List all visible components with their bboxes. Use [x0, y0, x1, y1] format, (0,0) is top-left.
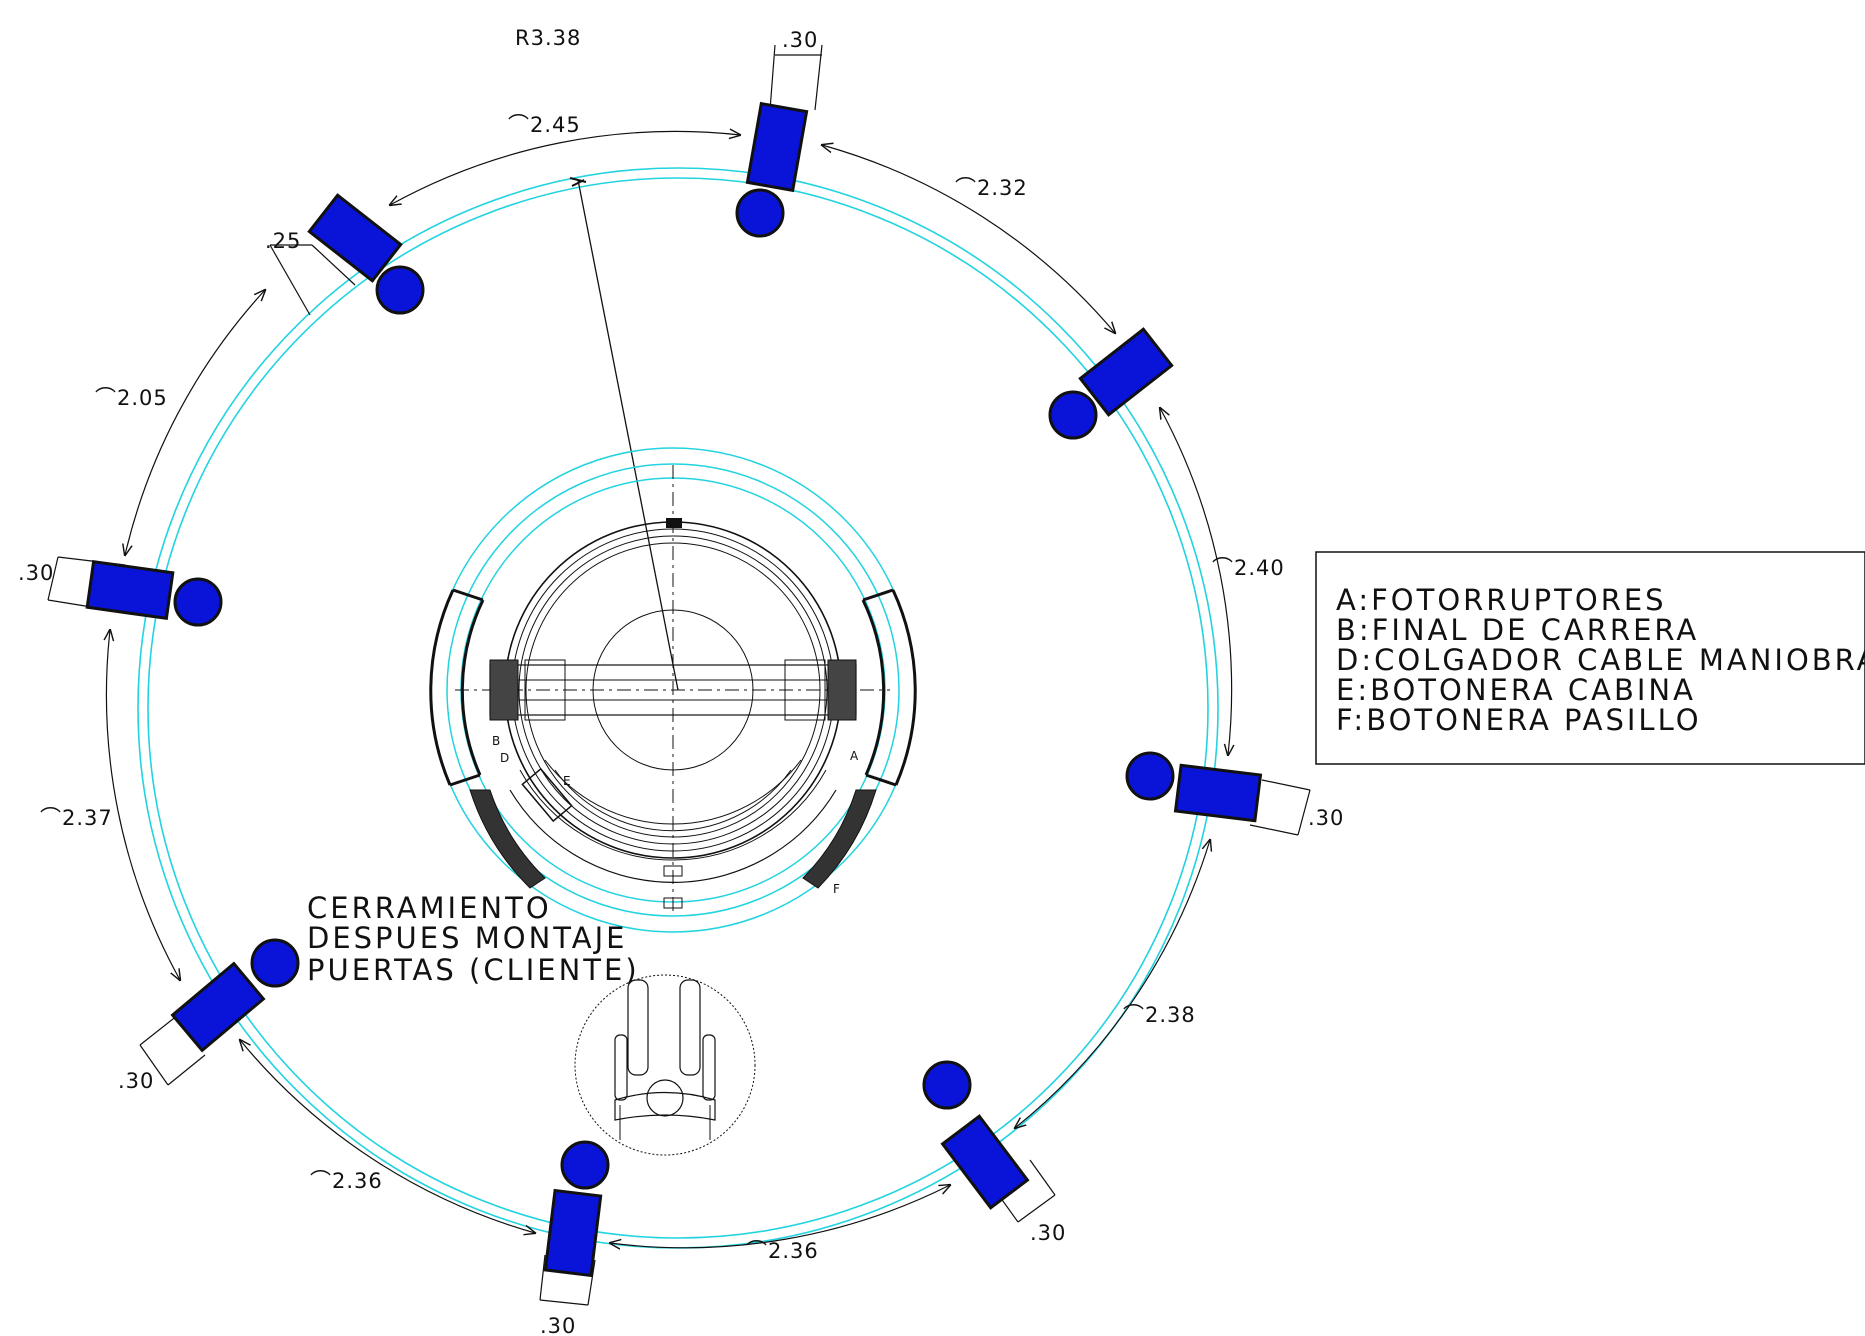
- width-dim-label: .30: [1030, 1221, 1066, 1245]
- arc-dim-label: ⌒2.38: [1123, 1003, 1196, 1027]
- dimension-arcs: [106, 131, 1231, 1247]
- legend-item: F:BOTONERA PASILLO: [1336, 703, 1702, 737]
- seat-right-upper: [1048, 327, 1174, 440]
- seat-left: [85, 559, 223, 627]
- arc-dim-label: ⌒2.36: [310, 1169, 383, 1193]
- width-dim-label: .30: [18, 561, 54, 585]
- seat-bottom-right: [922, 1060, 1030, 1210]
- width-dim-label: .30: [118, 1069, 154, 1093]
- legend-item: B:FINAL DE CARRERA: [1336, 613, 1699, 647]
- wheelchair-turning-circle: [574, 974, 756, 1156]
- legend-item: D:COLGADOR CABLE MANIOBRA: [1336, 643, 1865, 677]
- legend-item: E:BOTONERA CABINA: [1336, 673, 1696, 707]
- legend-item: A:FOTORRUPTORES: [1336, 583, 1667, 617]
- arc-dim-label: ⌒2.45: [508, 113, 581, 137]
- arc-dim-label: ⌒2.37: [40, 806, 113, 830]
- width-dim-label: .30: [782, 28, 818, 52]
- seats: [85, 101, 1263, 1278]
- letter-b: B: [492, 734, 500, 748]
- seat-bottom: [543, 1140, 610, 1278]
- seat-right: [1125, 751, 1263, 823]
- letter-f: F: [833, 882, 840, 896]
- seat-bottom-left: [170, 938, 300, 1053]
- width-dim-label: .30: [1308, 806, 1344, 830]
- arc-dim-label: ⌒2.40: [1212, 556, 1285, 580]
- arc-dim-label: ⌒2.36: [746, 1239, 819, 1263]
- letter-d: D: [500, 751, 509, 765]
- elevator-shaft: [429, 447, 917, 933]
- component-letters: A B D E F: [492, 734, 859, 896]
- letter-e: E: [563, 774, 571, 788]
- enclosure-note-line-1: CERRAMIENTO: [307, 891, 552, 925]
- width-dim-label: .25: [265, 229, 301, 253]
- legend-box: A:FOTORRUPTORES B:FINAL DE CARRERA D:COL…: [1315, 551, 1865, 765]
- seat-top: [735, 101, 809, 238]
- radius-label: R3.38: [515, 26, 581, 50]
- enclosure-note: CERRAMIENTO DESPUES MONTAJE PUERTAS (CLI…: [307, 891, 640, 987]
- radius-line: [577, 179, 679, 691]
- arc-dim-label: ⌒2.32: [955, 176, 1028, 200]
- width-dimension-labels: .30 .30 .30 .30 .30 .30 .25: [18, 28, 1344, 1336]
- arc-dimension-labels: ⌒2.45 ⌒2.32 ⌒2.40 ⌒2.38 ⌒2.36 ⌒2.36 ⌒2.3…: [40, 113, 1285, 1263]
- letter-a: A: [850, 749, 859, 763]
- enclosure-note-line-2: DESPUES MONTAJE: [307, 921, 627, 955]
- width-dim-label: .30: [540, 1314, 576, 1336]
- enclosure-note-line-3: PUERTAS (CLIENTE): [307, 953, 640, 987]
- width-dimension-lines: [47, 44, 1311, 1306]
- arc-dim-label: ⌒2.05: [95, 386, 168, 410]
- seat-top-left: [307, 193, 425, 315]
